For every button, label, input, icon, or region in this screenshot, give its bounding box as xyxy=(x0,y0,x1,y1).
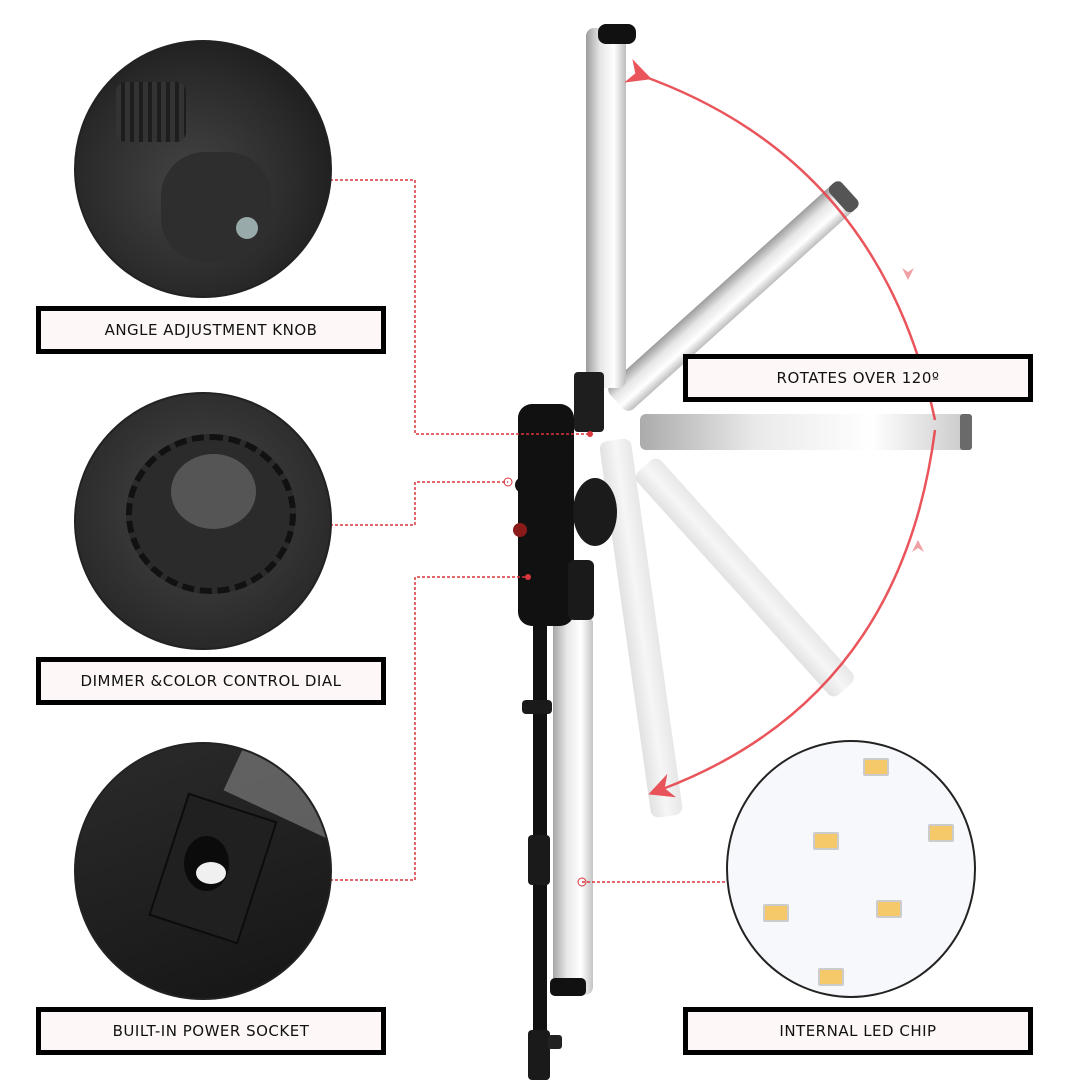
tube-horizontal xyxy=(640,414,972,450)
dimmer-dial-closeup xyxy=(74,392,332,650)
tube-vertical xyxy=(586,28,626,388)
knob-icon xyxy=(116,82,186,142)
led-chip-icon xyxy=(863,758,889,776)
led-chip-closeup xyxy=(726,740,976,998)
control-head xyxy=(518,404,574,626)
label-angle-adjustment-knob: ANGLE ADJUSTMENT KNOB xyxy=(36,306,386,354)
angle-knob-closeup xyxy=(74,40,332,298)
label-internal-led-chip: INTERNAL LED CHIP xyxy=(683,1007,1033,1055)
label-rotates-over-120: ROTATES OVER 120º xyxy=(683,354,1033,402)
power-socket-closeup xyxy=(74,742,332,1000)
label-dimmer-color-dial: DIMMER &COLOR CONTROL DIAL xyxy=(36,657,386,705)
label-power-socket: BUILT-IN POWER SOCKET xyxy=(36,1007,386,1055)
